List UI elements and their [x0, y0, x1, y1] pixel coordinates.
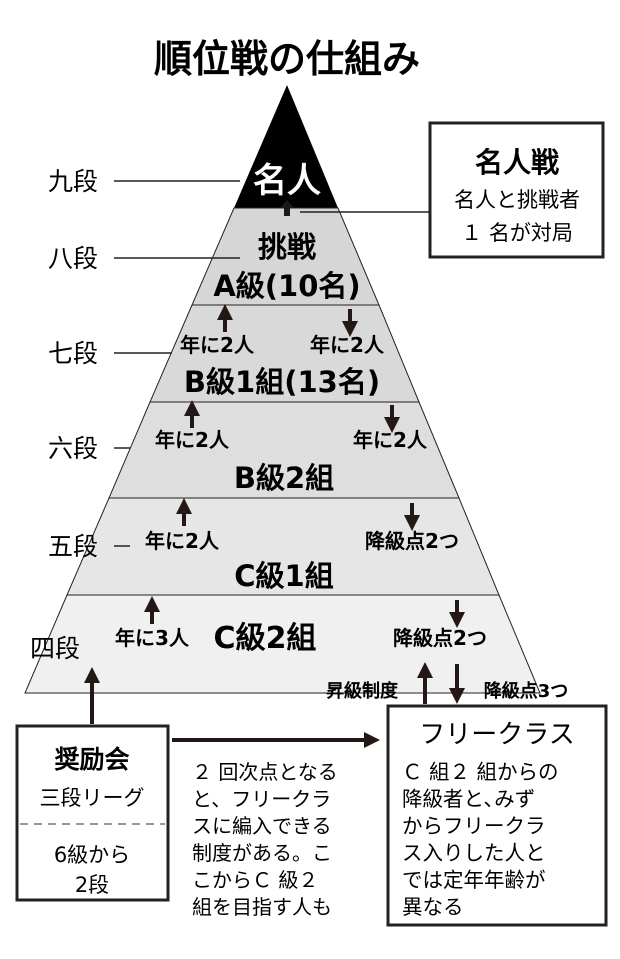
promotion-system-label: 昇級制度	[326, 680, 399, 702]
shoreikai-title: 奨励会	[54, 745, 129, 774]
free-class-title: フリークラス	[419, 720, 574, 750]
shoreikai-from1: 6級から	[54, 843, 130, 867]
meijinsen-line1: 名人と挑戦者	[454, 188, 580, 212]
body-line: からフリークラ	[402, 814, 546, 838]
dan-4: 四段	[30, 634, 80, 663]
dan-8: 八段	[48, 244, 98, 273]
challenge-label: 挑戦	[258, 230, 316, 264]
sandan-league-label: 三段リーグ	[40, 786, 145, 810]
note-line: 制度がある。こ	[192, 841, 332, 865]
page-title: 順位戦の仕組み	[154, 37, 420, 81]
note-line: 組を目指す人も	[192, 895, 332, 919]
c2-class-label: C級2組	[214, 621, 317, 656]
free-class-body: Ｃ 組２ 組からの 降級者と､みず からフリークラ ス入りした人と では定年年齢…	[402, 760, 559, 919]
meijin-label: 名人	[253, 161, 321, 201]
a-class-label: A級(10名)	[213, 269, 360, 303]
dan-5: 五段	[48, 532, 98, 561]
b1-up-label: 年に2人	[180, 333, 255, 357]
c1-class-label: C級1組	[234, 559, 333, 593]
shoreikai-from2: 2段	[75, 873, 109, 897]
demotion-points-label: 降級点3つ	[484, 680, 569, 702]
free-class-box	[386, 704, 608, 927]
c1-up-label: 年に2人	[145, 529, 220, 553]
meijinsen-line2: １ 名が対局	[461, 221, 573, 245]
leader-lines	[114, 180, 430, 547]
dan-6: 六段	[48, 434, 98, 463]
arrows	[84, 304, 465, 836]
dan-labels: 九段 八段 七段 六段 五段 四段	[30, 167, 98, 663]
c2-down-label: 降級点2つ	[393, 626, 487, 650]
middle-note: ２ 回次点となる と、フリークラ スに編入できる 制度がある。こ こからＣ 級２…	[192, 760, 338, 919]
b1-class-label: B級1組(13名)	[184, 365, 380, 399]
b2-class-label: B級2組	[234, 461, 334, 495]
note-line: と、フリークラ	[192, 787, 331, 811]
body-line: 降級者と､みず	[402, 787, 535, 811]
arrow-up-icon	[280, 200, 294, 216]
note-line: ２ 回次点となる	[192, 760, 338, 784]
c2-up-label: 年に3人	[115, 626, 190, 650]
b2-up-label: 年に2人	[155, 428, 230, 452]
b2-down-label: 年に2人	[353, 428, 428, 452]
body-line: 異なる	[402, 895, 464, 919]
note-line: こからＣ 級２	[192, 868, 318, 892]
c1-down-label: 降級点2つ	[365, 529, 459, 553]
meijinsen-box	[428, 121, 605, 259]
body-line: では定年年齢が	[402, 868, 546, 892]
body-line: Ｃ 組２ 組からの	[402, 760, 559, 784]
meijinsen-title: 名人戦	[475, 146, 559, 179]
b1-down-label: 年に2人	[310, 333, 385, 357]
band-meijin	[234, 85, 338, 208]
dan-7: 七段	[48, 339, 98, 368]
shoreikai-box	[15, 724, 170, 902]
dan-9: 九段	[48, 167, 98, 196]
body-line: ス入りした人と	[402, 841, 546, 865]
note-line: スに編入できる	[192, 814, 332, 838]
